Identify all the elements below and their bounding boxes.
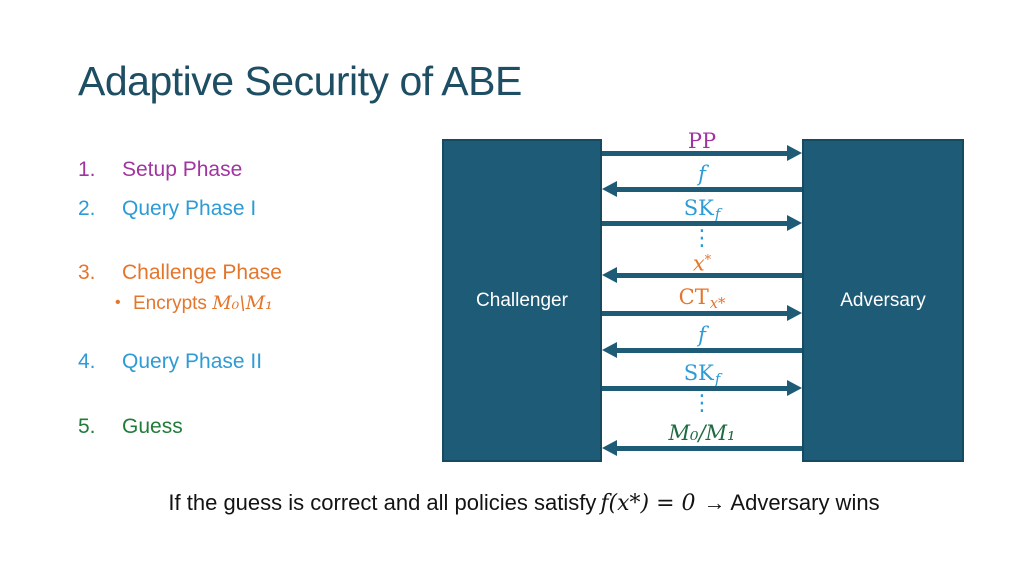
- arrow-shaft: [615, 347, 802, 353]
- phase-number: 1.: [78, 158, 96, 181]
- bullet-icon: •: [115, 294, 121, 311]
- footer-pre: If the guess is correct and all policies…: [168, 490, 597, 515]
- arrow-f-left-2: [602, 342, 802, 358]
- arrow-shaft: [602, 220, 789, 226]
- phase-item-challenge: 3. Challenge Phase: [78, 260, 282, 286]
- arrow-xstar-left: [602, 267, 802, 283]
- arrow-shaft: [602, 150, 789, 156]
- challenger-label: Challenger: [476, 289, 568, 311]
- arrow-ct-right: [602, 305, 802, 321]
- arrow-shaft: [615, 445, 802, 451]
- label-f-1: f: [698, 162, 706, 186]
- phase-label: Challenge Phase: [122, 261, 282, 284]
- phase-number: 5.: [78, 415, 96, 438]
- label-f-2: f: [698, 323, 706, 347]
- arrow-shaft: [615, 272, 802, 278]
- phase-number: 4.: [78, 350, 96, 373]
- arrow-head-icon: [602, 342, 617, 358]
- phase-item-setup: 1. Setup Phase: [78, 157, 242, 183]
- slide-title: Adaptive Security of ABE: [78, 58, 522, 104]
- arrow-shaft: [602, 385, 789, 391]
- arrow-m0m1-left: [602, 440, 802, 456]
- adversary-label: Adversary: [840, 289, 926, 311]
- phase-number: 2.: [78, 197, 96, 220]
- label-skf-2: SKf: [683, 361, 721, 389]
- footer-text: If the guess is correct and all policies…: [0, 488, 1024, 519]
- label-m0m1: M₀/M₁: [668, 421, 736, 445]
- challenge-sub-bullet: • Encrypts M₀\M₁: [115, 291, 273, 316]
- arrow-shaft: [602, 310, 789, 316]
- arrow-head-icon: [602, 181, 617, 197]
- arrow-head-icon: [787, 215, 802, 231]
- ellipsis-dots-1: ⋮: [691, 226, 713, 251]
- label-ctxstar: CTx*: [678, 285, 726, 313]
- challenger-box: Challenger: [442, 139, 602, 462]
- arrow-shaft: [615, 186, 802, 192]
- footer-math: f(x*) = 0: [600, 491, 696, 516]
- phase-item-query-2: 4. Query Phase II: [78, 349, 262, 375]
- arrow-head-icon: [602, 440, 617, 456]
- label-pp: PP: [687, 129, 717, 153]
- arrow-head-icon: [787, 145, 802, 161]
- label-xstar: x*: [692, 251, 712, 276]
- sub-bullet-text: Encrypts M₀\M₁: [133, 292, 273, 314]
- message-channel: PP f SKf ⋮ x* CTx*: [602, 129, 802, 462]
- phase-number: 3.: [78, 261, 96, 284]
- arrow-head-icon: [787, 380, 802, 396]
- arrow-skf-right-2: [602, 380, 802, 396]
- phase-item-guess: 5. Guess: [78, 414, 183, 440]
- phase-label: Query Phase I: [122, 197, 257, 220]
- phase-label: Setup Phase: [122, 158, 243, 181]
- label-skf-1: SKf: [683, 196, 721, 224]
- arrow-skf-right-1: [602, 215, 802, 231]
- footer-post: → Adversary wins: [703, 490, 880, 515]
- arrow-head-icon: [602, 267, 617, 283]
- arrow-pp-right: [602, 145, 802, 161]
- arrow-head-icon: [787, 305, 802, 321]
- sub-bullet-math: M₀\M₁: [212, 292, 273, 314]
- phase-item-query-1: 2. Query Phase I: [78, 196, 256, 222]
- phase-label: Query Phase II: [122, 350, 263, 373]
- arrow-f-left-1: [602, 181, 802, 197]
- phase-label: Guess: [122, 415, 183, 438]
- ellipsis-dots-2: ⋮: [691, 391, 713, 416]
- adversary-box: Adversary: [802, 139, 964, 462]
